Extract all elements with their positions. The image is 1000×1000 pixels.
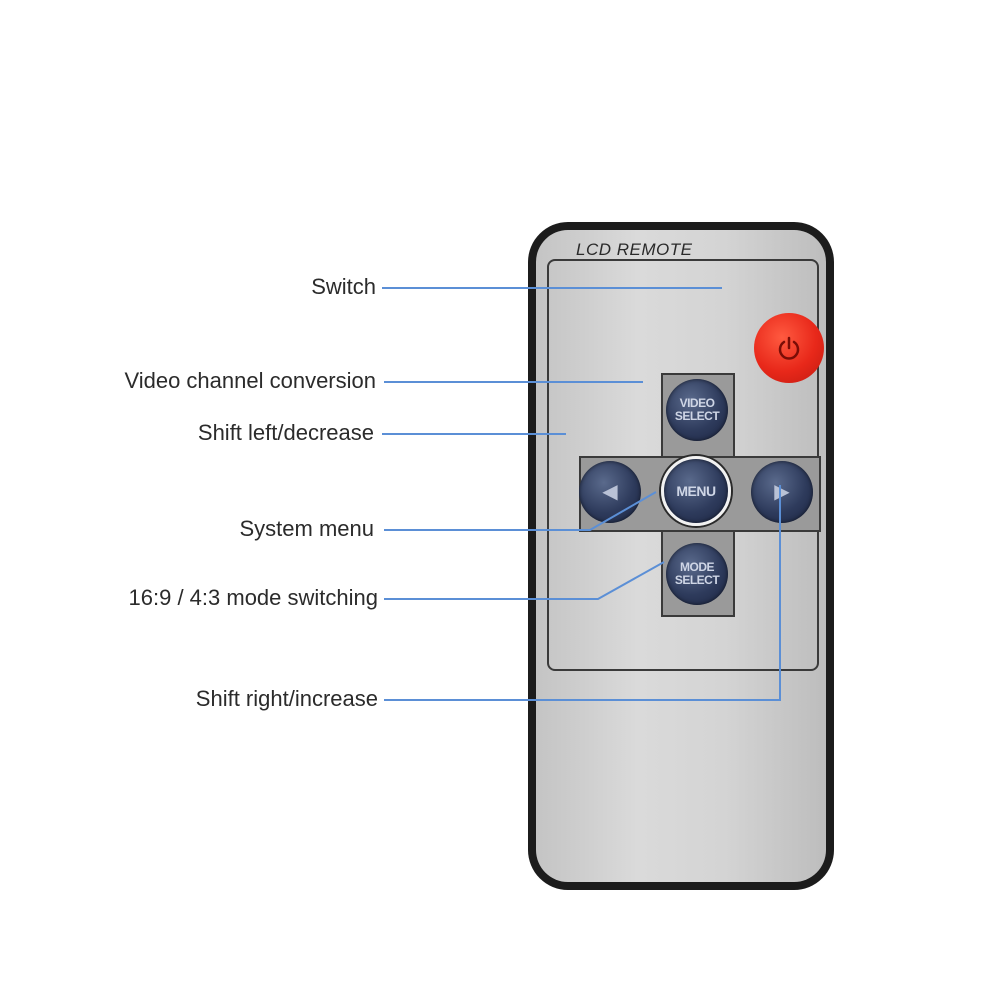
callout-mode-switching: 16:9 / 4:3 mode switching: [128, 585, 378, 610]
video-select-button[interactable]: VIDEO SELECT: [666, 379, 728, 441]
remote-face: LCD REMOTE VIDEO SELECT ◀ MENU ▶: [536, 230, 826, 882]
callout-system-menu: System menu: [239, 516, 375, 541]
callout-switch: Switch: [311, 274, 376, 299]
menu-label: MENU: [676, 482, 716, 499]
power-icon: [778, 336, 800, 360]
mode-select-button[interactable]: MODE SELECT: [666, 543, 728, 605]
right-arrow-button[interactable]: ▶: [751, 461, 813, 523]
leader-right: [384, 485, 781, 701]
mode-select-label-line1: MODE: [680, 560, 715, 574]
left-arrow-button[interactable]: ◀: [579, 461, 641, 523]
mode-select-label-line2: SELECT: [674, 573, 720, 587]
callout-shift-left: Shift left/decrease: [197, 420, 374, 445]
remote-title: LCD REMOTE: [576, 240, 693, 259]
video-select-label-line1: VIDEO: [679, 396, 715, 410]
leader-menu: [384, 491, 657, 531]
button-panel: VIDEO SELECT ◀ MENU ▶ MODE SELECT: [547, 259, 824, 671]
video-select-label-line2: SELECT: [674, 409, 720, 423]
callout-video-channel: Video channel conversion: [124, 368, 376, 393]
callout-shift-right: Shift right/increase: [195, 686, 378, 711]
power-button[interactable]: [754, 313, 824, 383]
right-arrow-icon: ▶: [774, 480, 790, 503]
left-arrow-icon: ◀: [602, 480, 618, 503]
leader-mode: [384, 561, 665, 600]
menu-button[interactable]: MENU: [661, 456, 731, 526]
remote-control: LCD REMOTE VIDEO SELECT ◀ MENU ▶: [528, 222, 834, 890]
